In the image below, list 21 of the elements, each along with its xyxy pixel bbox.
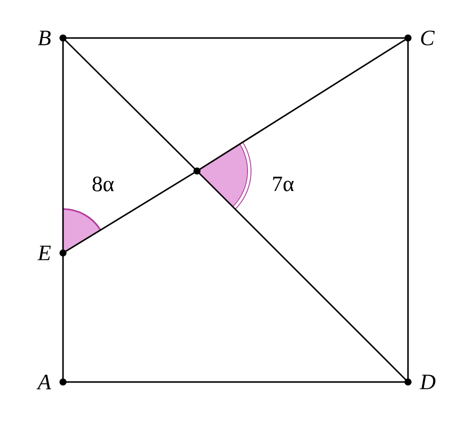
line-segment <box>63 381 408 383</box>
node-label: E <box>37 246 51 260</box>
point: D <box>404 374 436 390</box>
node-label: C <box>421 30 435 46</box>
line-segment <box>62 37 198 172</box>
line-segment <box>63 37 408 39</box>
point: A <box>36 374 66 390</box>
node-label: A <box>36 374 52 390</box>
line-segment <box>62 38 64 253</box>
point <box>194 167 200 174</box>
line-segment <box>196 37 408 172</box>
point: C <box>404 30 435 46</box>
angle-label: 7α <box>273 176 294 192</box>
line-segment <box>196 170 409 383</box>
line-segment <box>62 170 198 254</box>
line-segment <box>407 38 409 382</box>
point: B <box>38 30 66 46</box>
point: E <box>37 246 66 260</box>
angle-label: 8α <box>92 176 114 192</box>
node-label: B <box>38 30 51 46</box>
node-label: D <box>420 374 436 390</box>
